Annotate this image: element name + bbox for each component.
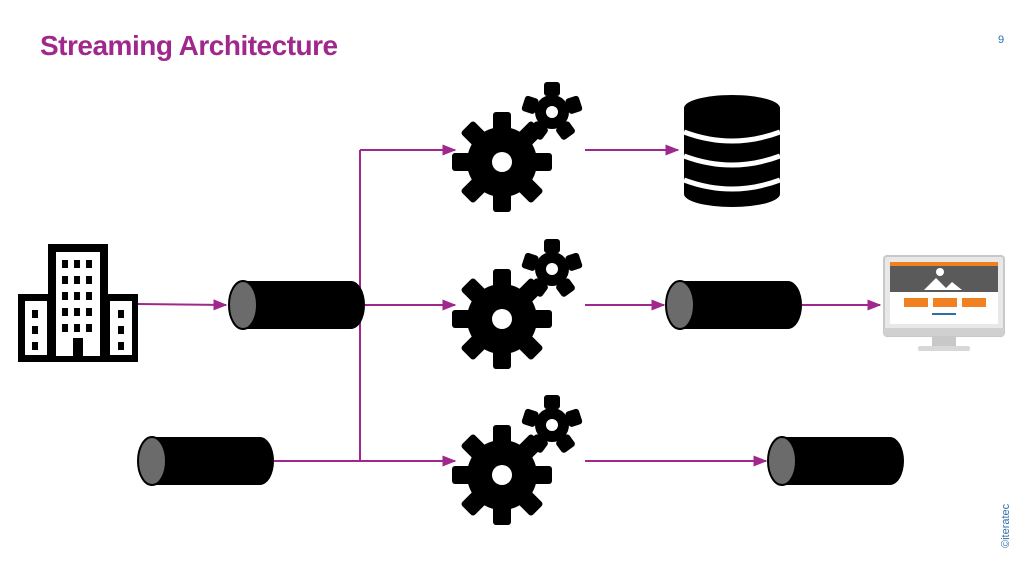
stream-in-2-cylinder: [137, 436, 275, 486]
slide-title: Streaming Architecture: [40, 30, 338, 61]
connections: [137, 144, 882, 467]
monitor-icon: [883, 255, 1005, 351]
processor-1-gears-icon: [452, 82, 584, 212]
building-icon: [18, 244, 138, 362]
stream-in-1-cylinder: [228, 280, 366, 330]
page-number: 9: [998, 34, 1005, 46]
processor-2-gears-icon: [452, 239, 584, 369]
stream-out-2-cylinder: [767, 436, 905, 486]
database-icon: [683, 95, 781, 207]
processor-3-gears-icon: [452, 395, 584, 525]
stream-out-1-cylinder: [665, 280, 803, 330]
edge-building-to-stream: [137, 299, 228, 311]
